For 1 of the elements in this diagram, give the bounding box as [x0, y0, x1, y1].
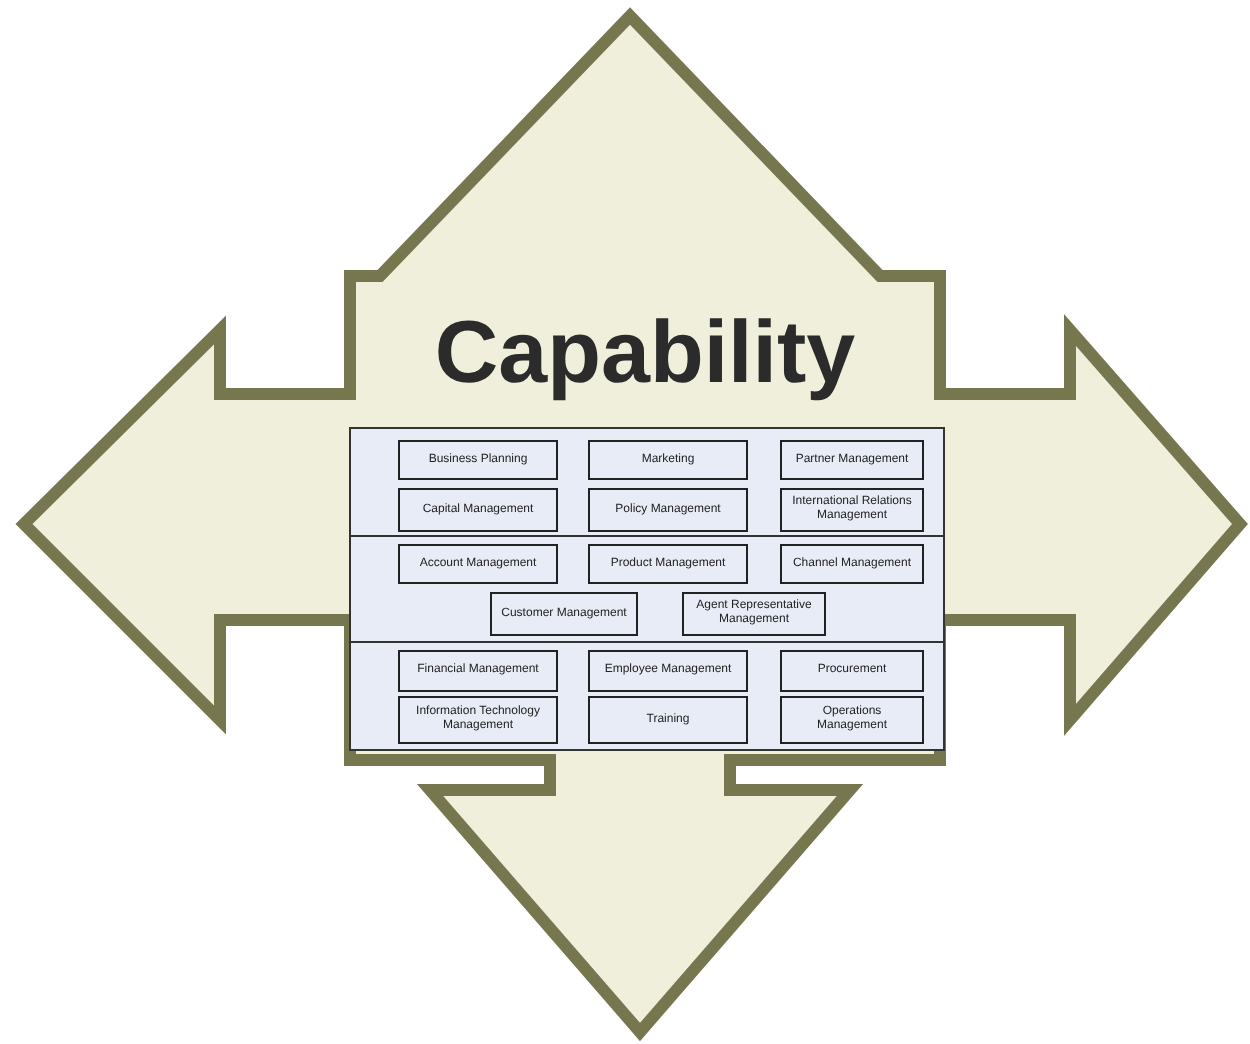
diagram-heading: Capability [432, 310, 858, 398]
